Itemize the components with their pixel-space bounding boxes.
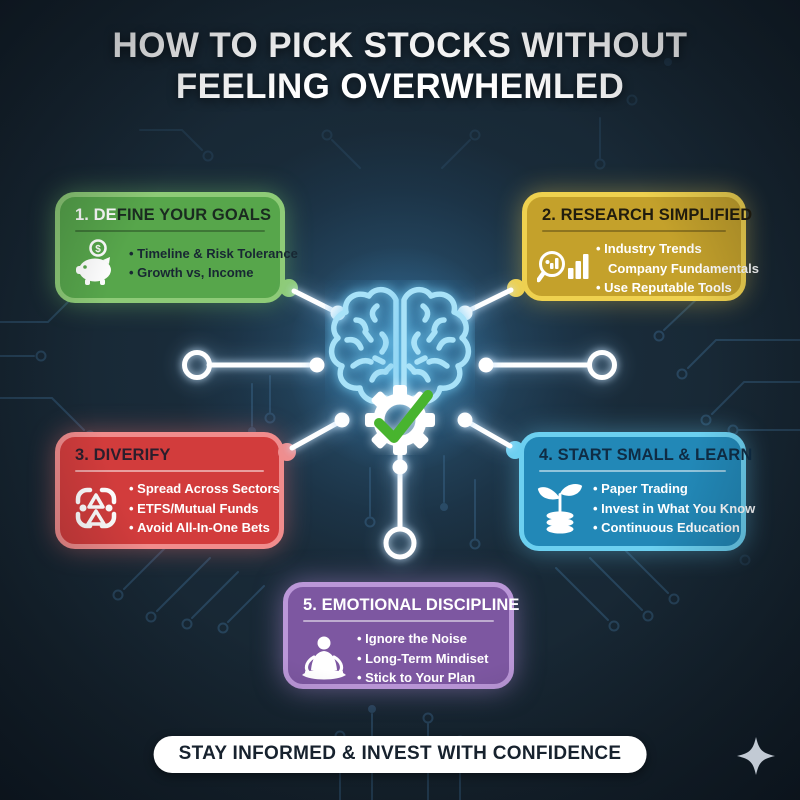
footer-banner: STAY INFORMED & INVEST WITH CONFIDENCE <box>153 736 647 773</box>
gear-check-icon <box>365 385 435 455</box>
brain-gear-graphic <box>328 280 475 455</box>
sparkle-icon <box>737 737 775 775</box>
brain-icon <box>328 290 469 402</box>
